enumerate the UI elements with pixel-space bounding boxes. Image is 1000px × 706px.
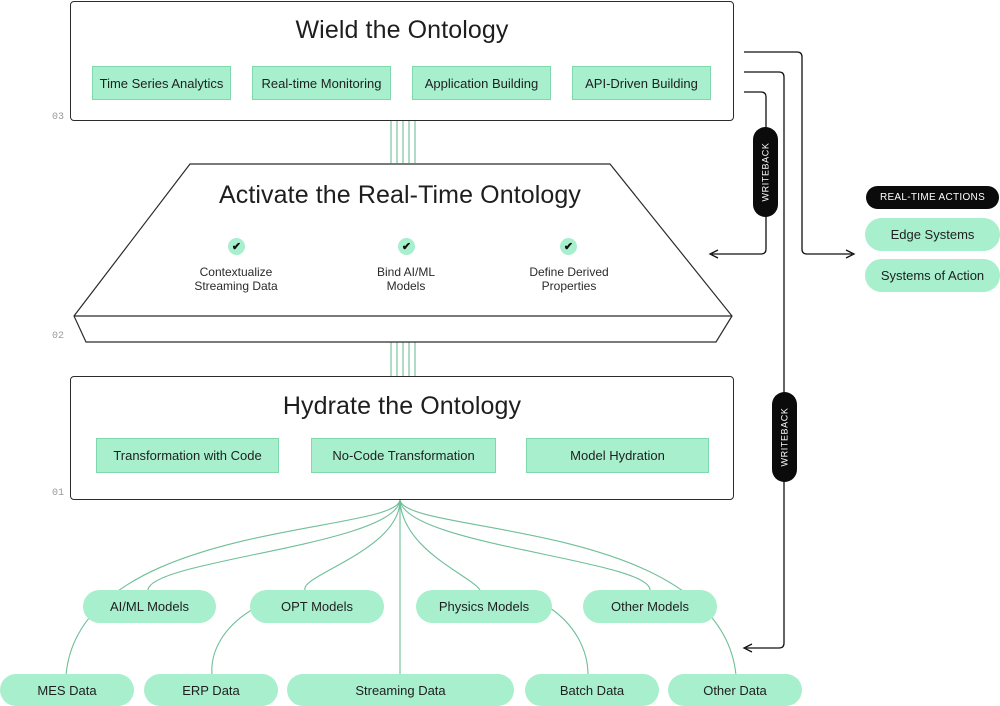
chip-model-hydration[interactable]: Model Hydration	[526, 438, 709, 473]
writeback-label-lower: WRITEBACK	[779, 407, 790, 467]
chip-transformation-with-code[interactable]: Transformation with Code	[96, 438, 279, 473]
check-icon: ✔	[228, 238, 245, 255]
writeback-badge-lower: WRITEBACK	[772, 392, 797, 482]
chip-no-code-transformation[interactable]: No-Code Transformation	[311, 438, 496, 473]
chip-api-driven-building[interactable]: API-Driven Building	[572, 66, 711, 100]
pill-mes-data[interactable]: MES Data	[0, 674, 134, 706]
chip-time-series-analytics[interactable]: Time Series Analytics	[92, 66, 231, 100]
pill-ai-ml-models[interactable]: AI/ML Models	[83, 590, 216, 623]
pill-erp-data[interactable]: ERP Data	[144, 674, 278, 706]
writeback-label-upper: WRITEBACK	[760, 142, 771, 202]
chip-real-time-monitoring[interactable]: Real-time Monitoring	[252, 66, 391, 100]
pill-physics-models[interactable]: Physics Models	[416, 590, 552, 623]
pill-systems-of-action[interactable]: Systems of Action	[865, 259, 1000, 292]
check-icon: ✔	[560, 238, 577, 255]
activate-title: Activate the Real-Time Ontology	[218, 181, 582, 209]
hydrate-title: Hydrate the Ontology	[282, 392, 522, 420]
check-icon: ✔	[398, 238, 415, 255]
stage-number-02: 02	[52, 331, 65, 342]
chip-application-building[interactable]: Application Building	[412, 66, 551, 100]
pill-opt-models[interactable]: OPT Models	[250, 590, 384, 623]
feature-bind-ai-ml-models: Bind AI/ML Models	[376, 265, 436, 293]
stage-number-03: 03	[52, 112, 65, 123]
stage-number-01: 01	[52, 488, 65, 499]
writeback-badge-upper: WRITEBACK	[753, 127, 778, 217]
pill-other-models[interactable]: Other Models	[583, 590, 717, 623]
pill-edge-systems[interactable]: Edge Systems	[865, 218, 1000, 251]
wield-title: Wield the Ontology	[295, 16, 509, 44]
wield-panel: Wield the Ontology	[70, 1, 734, 121]
pill-other-data[interactable]: Other Data	[668, 674, 802, 706]
feature-contextualize-streaming-data: Contextualize Streaming Data	[194, 265, 278, 293]
real-time-actions-badge: REAL-TIME ACTIONS	[866, 186, 999, 209]
pill-batch-data[interactable]: Batch Data	[525, 674, 659, 706]
pill-streaming-data[interactable]: Streaming Data	[287, 674, 514, 706]
feature-define-derived-properties: Define Derived Properties	[529, 265, 609, 293]
